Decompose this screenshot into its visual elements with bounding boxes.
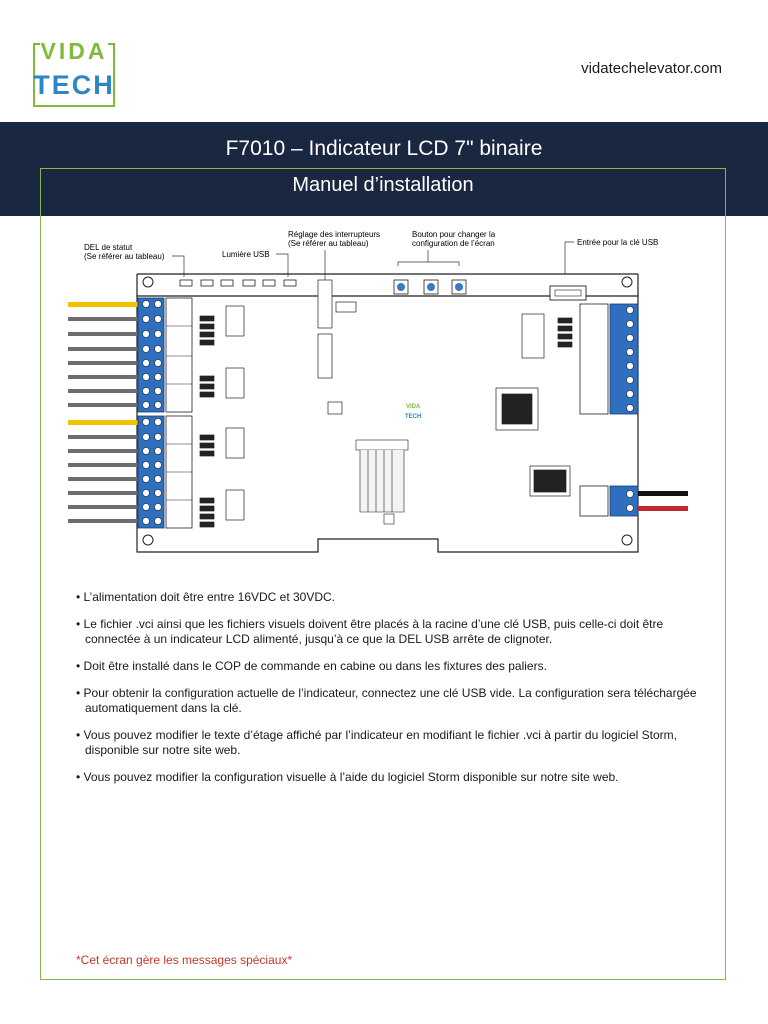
callout-leader-lines (172, 241, 574, 280)
small-ic (327, 401, 343, 415)
note-item: Le fichier .vci ainsi que les fichiers v… (76, 617, 706, 647)
callout-status-led-line1: DEL de statut (84, 243, 133, 252)
left-ic-groups (199, 305, 245, 528)
callout-switch-line1: Réglage des interrupteurs (288, 230, 380, 239)
note-item: Vous pouvez modifier la configuration vi… (76, 770, 706, 785)
header-banner (0, 122, 768, 216)
callout-status-led-line2: (Se référer au tableau) (84, 252, 165, 261)
logo-frame (33, 43, 115, 107)
mount-hole-bottom-right (621, 534, 633, 546)
power-wire-black (638, 491, 688, 496)
special-messages-note: *Cet écran gère les messages spéciaux* (76, 953, 293, 967)
left-terminal-blocks (137, 297, 193, 529)
left-wires (68, 302, 138, 523)
callout-usb-light: Lumière USB (222, 250, 270, 259)
callout-button-line2: configuration de l’écran (412, 239, 495, 248)
dip-switches (317, 279, 357, 379)
status-led-row (179, 279, 297, 287)
board-logo-vida: VIDA (406, 404, 421, 410)
note-item: Pour obtenir la configuration actuelle d… (76, 686, 706, 716)
page-subtitle: Manuel d’installation (292, 174, 474, 196)
logo-tech-text: TECH (33, 70, 115, 100)
right-ic-area (495, 313, 573, 497)
logo-vida-text: VIDA (40, 38, 108, 64)
right-terminal-blocks (579, 303, 639, 517)
mount-hole-bottom-left (142, 534, 154, 546)
board-diagram: DEL de statut (Se référer au tableau) Lu… (68, 230, 688, 553)
note-item: Doit être installé dans le COP de comman… (76, 659, 706, 674)
power-wire-red (638, 506, 688, 511)
page-title: F7010 – Indicateur LCD 7" binaire (225, 137, 543, 160)
screen-buttons (393, 279, 467, 295)
board-logo-tech: TECH (405, 414, 421, 420)
callout-usb-input: Entrée pour la clé USB (577, 238, 658, 247)
note-item: Vous pouvez modifier le texte d’étage af… (76, 728, 706, 758)
mount-hole-top-left (142, 276, 154, 288)
callout-button-line1: Bouton pour changer la (412, 230, 496, 239)
ribbon-cable (355, 439, 409, 525)
website-link[interactable]: vidatechelevator.com (581, 60, 722, 77)
content-frame (40, 168, 726, 980)
mount-hole-top-right (621, 276, 633, 288)
callout-switch-line2: (Se référer au tableau) (288, 239, 369, 248)
vidatech-logo: VIDA TECH (32, 30, 116, 108)
installation-notes: L’alimentation doit être entre 16VDC et … (76, 590, 706, 797)
note-item: L’alimentation doit être entre 16VDC et … (76, 590, 706, 605)
